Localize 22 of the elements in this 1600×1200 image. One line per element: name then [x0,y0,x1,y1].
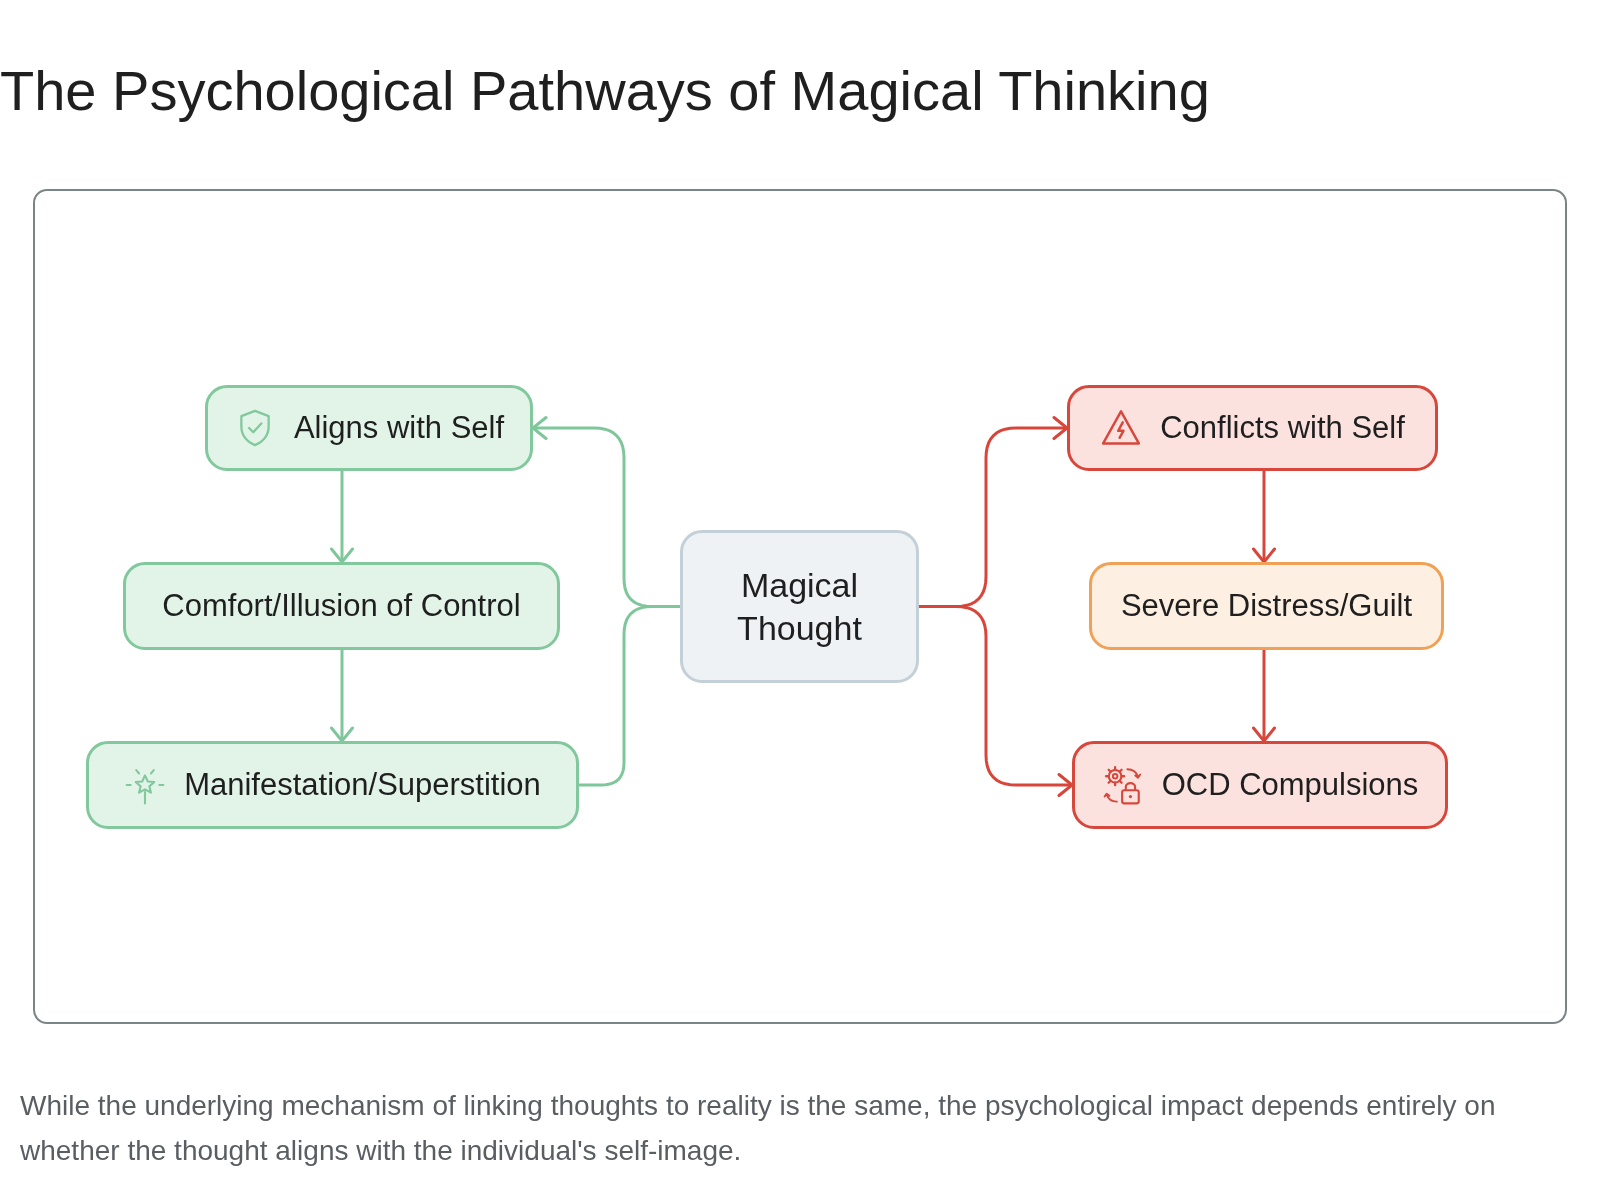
step-box [86,741,579,829]
arrow [1252,650,1276,743]
arrow [919,605,1074,797]
central-concept-box [680,530,919,683]
arrow [330,650,354,743]
node-label: Severe Distress/Guilt [1120,587,1413,625]
arrow [1252,471,1276,564]
title: The Psychological Pathways of Magical Thinking [0,60,1210,122]
node-label: Comfort/Illusion of Control [162,587,521,625]
step-box [123,562,560,650]
node-label: Aligns with Self [293,409,505,447]
connector-line [579,605,680,787]
step-box [1067,385,1438,471]
node-label: Magical Thought [736,565,863,649]
node-label: OCD Compulsions [1161,766,1419,804]
arrow [330,471,354,564]
step-box [1089,562,1444,650]
step-box [205,385,533,471]
step-box [1072,741,1448,829]
node-label: Manifestation/Superstition [184,766,541,804]
node-label: Conflicts with Self [1160,409,1405,447]
caption: While the underlying mechanism of linking thoughts to reality is the same, the psychological impact depends entirely on whether the thought aligns with the individual's self-image. [20,1089,1497,1168]
